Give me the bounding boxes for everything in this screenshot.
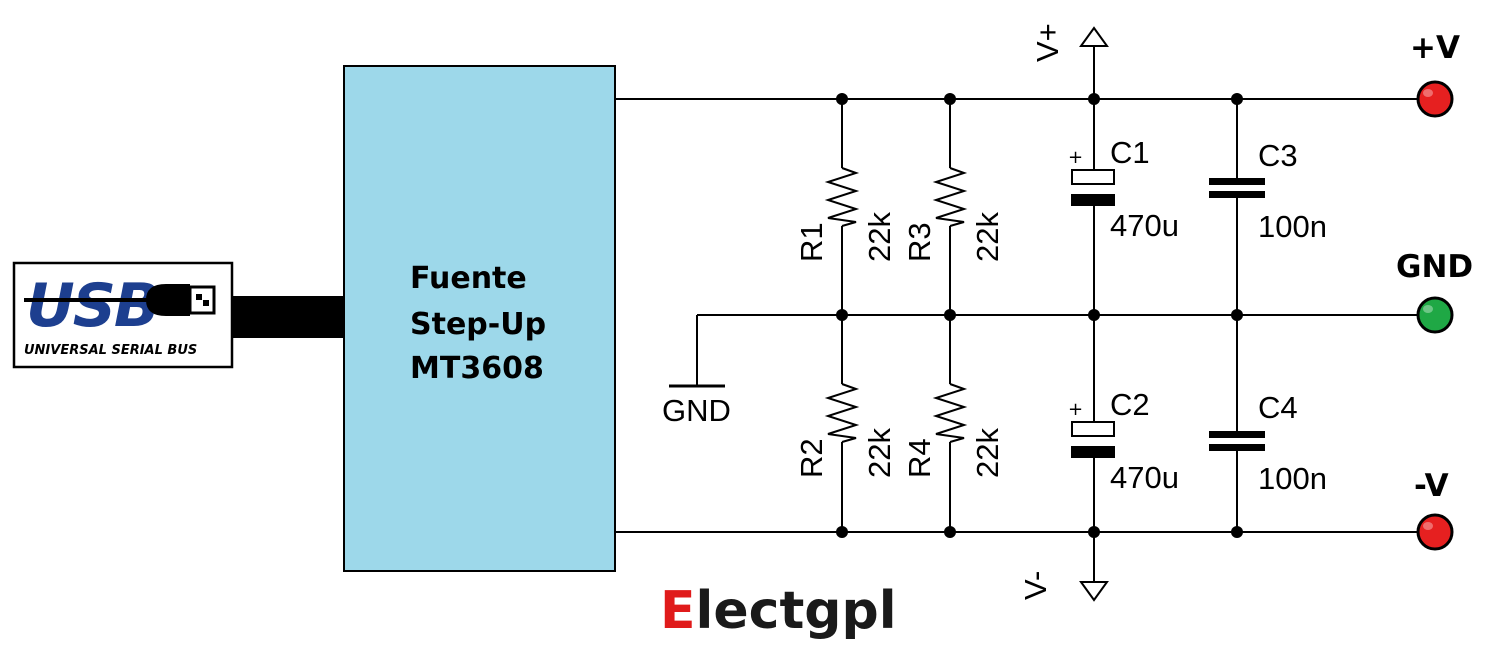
vplus-arrow-icon: V+ [1030,23,1109,62]
capacitor-c2: + C2 470u [1068,387,1179,495]
capacitor-c3-value: 100n [1258,209,1327,244]
vminus-label: V- [1018,571,1053,600]
usb-caption: UNIVERSAL SERIAL BUS [24,343,197,358]
capacitor-c1: + C1 470u [1068,135,1179,243]
resistor-r1-value: 22k [862,212,897,262]
ground-symbol: GND [662,384,731,428]
capacitor-c4-value: 100n [1258,461,1327,496]
capacitor-c2-ref: C2 [1110,387,1150,422]
resistor-r3: R3 22k [902,167,1005,262]
resistor-r1-ref: R1 [794,222,829,262]
resistor-r3-ref: R3 [902,222,937,262]
module-label-line3: MT3608 [410,351,544,386]
terminal-negative-label: -V [1414,468,1449,504]
usb-plug-icon [146,284,190,316]
resistor-r2-ref: R2 [794,438,829,478]
terminal-positive[interactable]: +V [1410,30,1460,118]
capacitor-c3-ref: C3 [1258,138,1298,173]
resistor-r1: R1 22k [794,167,897,262]
module-label-line2: Step-Up [410,307,546,342]
capacitor-c1-ref: C1 [1110,135,1150,170]
resistor-r4-value: 22k [970,428,1005,478]
brand-initial: E [660,581,696,641]
usb-cable [232,296,344,338]
capacitor-c1-plus: + [1068,147,1083,168]
module-label-line1: Fuente [410,261,527,296]
capacitor-c2-plus: + [1068,399,1083,420]
resistor-r2: R2 22k [794,383,897,478]
capacitor-c3: C3 100n [1209,138,1327,244]
vplus-label: V+ [1030,23,1065,62]
capacitor-c4-ref: C4 [1258,390,1298,425]
junction-dots [836,93,1243,538]
resistor-r2-value: 22k [862,428,897,478]
usb-logo: USB UNIVERSAL SERIAL BUS [12,261,234,369]
wires [615,46,1420,582]
svg-text:Electgpl: Electgpl [660,581,897,641]
terminal-negative[interactable]: -V [1414,468,1454,551]
resistor-r4: R4 22k [902,383,1005,478]
ground-symbol-label: GND [662,393,731,428]
step-up-module: Fuente Step-Up MT3608 [343,65,616,572]
capacitor-c2-value: 470u [1110,460,1179,495]
capacitor-c1-value: 470u [1110,208,1179,243]
brand-logo: Electgpl [660,581,897,641]
terminal-ground-label: GND [1396,249,1473,285]
usb-logo-text: USB [26,271,158,341]
resistor-r4-ref: R4 [902,438,937,478]
brand-rest: lectgpl [696,581,897,641]
terminal-ground[interactable]: GND [1396,249,1473,334]
terminal-positive-label: +V [1410,30,1460,66]
capacitor-c4: C4 100n [1209,390,1327,496]
vminus-arrow-icon: V- [1018,571,1109,602]
resistor-r3-value: 22k [970,212,1005,262]
